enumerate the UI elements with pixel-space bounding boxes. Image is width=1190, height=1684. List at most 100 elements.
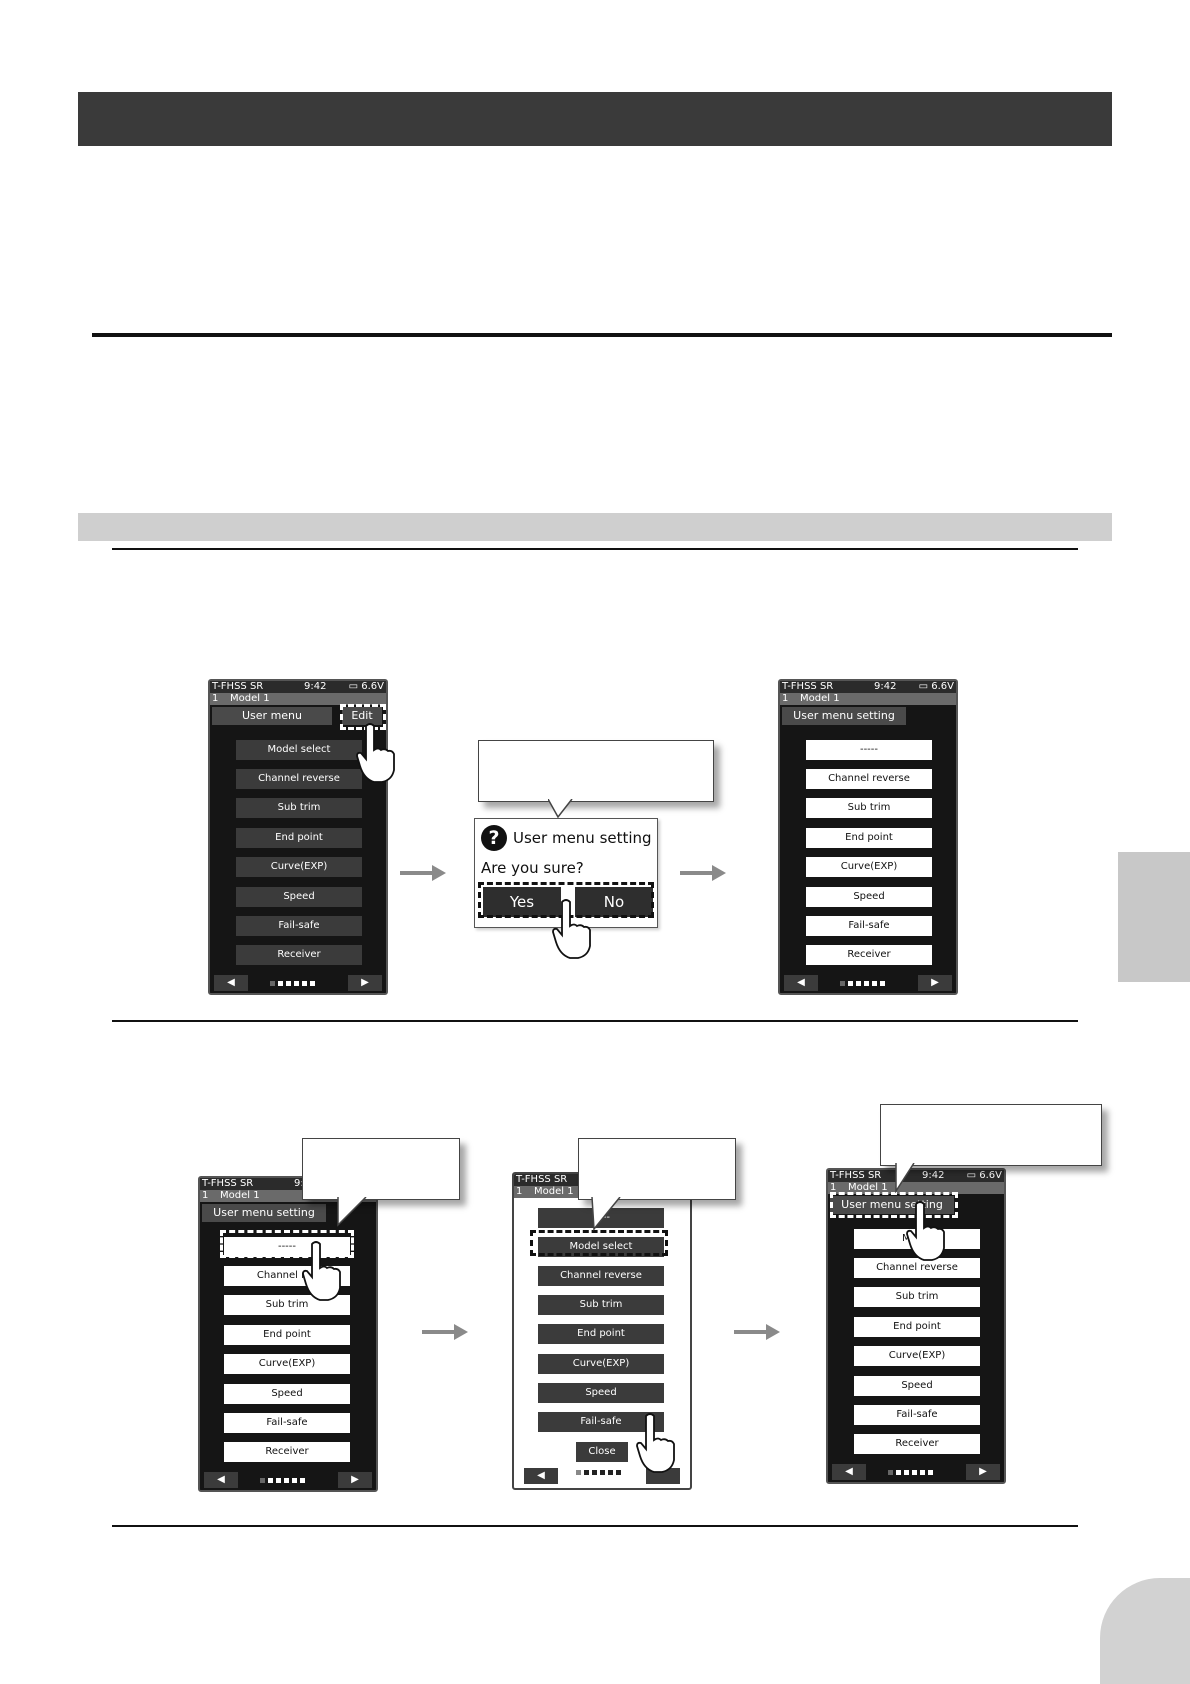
menu-slot[interactable]: End point [224,1325,350,1345]
next-page-button[interactable]: ▶ [966,1464,1000,1480]
function-option[interactable]: End point [538,1324,664,1344]
page-nav: ◀ ▶ [780,973,956,993]
function-option[interactable]: Fail-safe [538,1412,664,1432]
clock: 9:42 [874,681,897,692]
system-label: T-FHSS SR [202,1178,254,1189]
callout-pointer [337,1197,367,1227]
page-nav: ◀ ▶ [210,973,386,993]
model-number: 1 [516,1186,523,1197]
menu-slot[interactable]: Channel reverse [806,769,932,789]
page-number-tab [1100,1578,1190,1684]
highlight-model-select [530,1230,668,1256]
menu-item[interactable]: End point [236,828,362,848]
model-number: 1 [830,1182,837,1193]
menu-slot[interactable]: Speed [854,1376,980,1396]
menu-item[interactable]: Fail-safe [236,916,362,936]
highlight-title [830,1192,958,1218]
prev-page-button[interactable]: ◀ [214,975,248,991]
next-page-button[interactable]: ▶ [338,1472,372,1488]
page-indicator [260,1478,308,1484]
prev-page-button[interactable]: ◀ [784,975,818,991]
function-option[interactable]: Speed [538,1383,664,1403]
arrow-right-icon [400,865,446,881]
menu-slot[interactable]: End point [806,828,932,848]
menu-item[interactable]: Speed [236,887,362,907]
prev-page-button[interactable]: ◀ [832,1464,866,1480]
highlight-empty-slot [220,1230,354,1258]
menu-item[interactable]: Channel reverse [236,769,362,789]
menu-slot[interactable]: Sub trim [854,1287,980,1307]
callout-box [880,1104,1102,1166]
model-name: Model 1 [534,1186,574,1197]
dialog-title: User menu setting [513,829,652,847]
screen-title: User menu setting [782,707,906,725]
callout-pointer [591,1197,621,1231]
next-page-button[interactable]: ▶ [348,975,382,991]
chapter-header-bar [78,92,1112,146]
dialog-question: Are you sure? [481,859,584,877]
step1-top-rule [112,548,1078,550]
pointing-hand-icon [906,1201,945,1261]
system-label: T-FHSS SR [516,1174,568,1185]
model-name: Model 1 [848,1182,888,1193]
menu-slot[interactable]: Fail-safe [224,1413,350,1433]
edit-button[interactable]: Edit [342,707,382,725]
status-bar: T-FHSS SR 9:42 ▭ 6.6V [828,1170,1004,1182]
model-number: 1 [212,693,219,704]
battery-voltage: ▭ 6.6V [966,1170,1002,1181]
system-label: T-FHSS SR [212,681,264,692]
model-row: 1 Model 1 [780,693,956,705]
battery-voltage: ▭ 6.6V [918,681,954,692]
menu-slot[interactable]: Receiver [224,1442,350,1462]
menu-slot[interactable]: Curve(EXP) [224,1354,350,1374]
menu-slot[interactable]: End point [854,1317,980,1337]
screen-user-menu-setting: T-FHSS SR 9:42 ▭ 6.6V 1 Model 1 User men… [778,679,958,995]
close-button[interactable]: Close [576,1442,628,1462]
menu-slot[interactable]: Receiver [854,1434,980,1454]
function-option-model-select[interactable]: Model select [538,1237,664,1257]
pointing-hand-icon [636,1413,675,1473]
function-option[interactable]: Curve(EXP) [538,1354,664,1374]
page-indicator [840,981,888,987]
prev-page-button[interactable]: ◀ [204,1472,238,1488]
page-indicator [270,981,318,987]
function-option[interactable]: Sub trim [538,1295,664,1315]
menu-slot[interactable]: Curve(EXP) [854,1346,980,1366]
page-indicator [576,1470,624,1476]
menu-slot[interactable]: Channel reverse [854,1258,980,1278]
callout-pointer [895,1163,915,1193]
page-nav: ◀ ▶ [200,1470,376,1490]
yes-button[interactable]: Yes [483,887,561,917]
bottom-rule [112,1525,1078,1527]
prev-page-button[interactable]: ◀ [524,1468,558,1484]
menu-slot[interactable]: Curve(EXP) [806,857,932,877]
battery-icon: ▭ [918,681,929,692]
system-label: T-FHSS SR [830,1170,882,1181]
page-nav: ◀ ▶ [828,1462,1004,1482]
menu-slot[interactable]: Fail-safe [854,1405,980,1425]
callout-box [578,1138,736,1200]
menu-item[interactable]: Sub trim [236,798,362,818]
menu-slot-empty[interactable]: ----- [806,740,932,760]
page-indicator [888,1470,936,1476]
highlight-edit [340,704,386,730]
menu-slot[interactable]: Sub trim [806,798,932,818]
model-row: 1 Model 1 [210,693,386,705]
status-bar: T-FHSS SR 9:42 ▭ 6.6V [780,681,956,693]
menu-slot[interactable]: Speed [806,887,932,907]
no-button[interactable]: No [575,887,653,917]
function-option[interactable]: Channel reverse [538,1266,664,1286]
menu-item[interactable]: Model select [236,740,362,760]
step2-top-rule [112,1020,1078,1022]
menu-slot[interactable]: Fail-safe [806,916,932,936]
model-number: 1 [202,1190,209,1201]
screen-function-picker: T-FHSS SR 1 Model 1 ----- Model select C… [512,1172,692,1490]
battery-voltage: ▭ 6.6V [348,681,384,692]
menu-slot[interactable]: Speed [224,1384,350,1404]
menu-item[interactable]: Curve(EXP) [236,857,362,877]
next-page-button[interactable]: ▶ [918,975,952,991]
menu-item[interactable]: Receiver [236,945,362,965]
pointing-hand-icon [302,1241,341,1301]
subsection-bar [78,513,1112,541]
menu-slot[interactable]: Receiver [806,945,932,965]
